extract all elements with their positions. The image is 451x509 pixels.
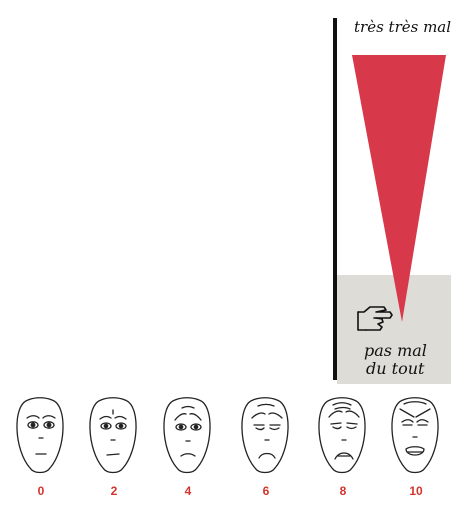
face-label-4: 4 bbox=[173, 484, 203, 498]
face-0 bbox=[17, 398, 63, 473]
top-label: très très mal bbox=[354, 18, 451, 36]
pain-ruler: très très mal pas mal du tout bbox=[330, 0, 451, 384]
face-8 bbox=[319, 398, 365, 473]
face-label-8: 8 bbox=[328, 484, 358, 498]
face-10 bbox=[392, 398, 438, 473]
face-label-6: 6 bbox=[251, 484, 281, 498]
bottom-label-line1: pas mal bbox=[364, 341, 427, 360]
face-label-0: 0 bbox=[26, 484, 56, 498]
face-label-10: 10 bbox=[401, 484, 431, 498]
ruler-axis bbox=[333, 18, 337, 380]
face-4 bbox=[164, 398, 210, 473]
face-2 bbox=[90, 398, 136, 473]
face-6 bbox=[242, 398, 288, 473]
bottom-label-line2: du tout bbox=[366, 359, 425, 378]
face-label-2: 2 bbox=[99, 484, 129, 498]
